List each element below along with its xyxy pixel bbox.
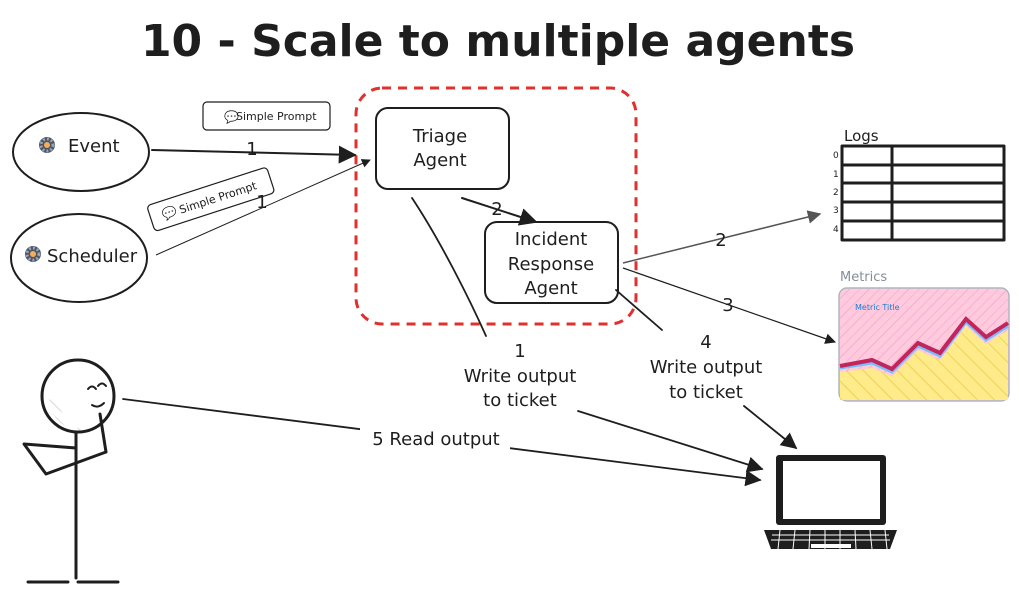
logs-title: Logs [844,127,879,145]
edge-incident-to-metrics-label: 3 [722,295,733,316]
event-node[interactable]: Event [12,112,150,192]
agent-group-border [354,86,638,326]
edge-event-to-triage [151,145,357,164]
triage-write-label-2: Write output [464,366,577,387]
metric-title-text: Metric Title [855,303,900,312]
triage-write-label-3: to ticket [483,390,557,411]
log-row-index: 3 [833,206,839,216]
edge-incident-to-logs-label: 2 [715,230,726,251]
triage-label-line2: Agent [413,150,466,171]
edge-triage-to-incident [461,197,538,226]
edge-incident-write-to-laptop [743,405,798,450]
speech-bubble-icon: 💬 [224,110,239,124]
prompt-tag-top-label: Simple Prompt [236,110,317,123]
laptop-icon [764,455,897,550]
log-row-index: 1 [833,170,839,180]
edge-incident-to-logs [622,210,822,264]
incident-label-line3: Agent [524,278,577,299]
read-output-label-bg [360,426,510,452]
edge-incident-to-metrics [622,267,837,344]
incident-label-line1: Incident [515,229,588,250]
gear-icon [39,137,55,153]
gear-icon [25,246,41,262]
log-row-index: 4 [833,225,839,235]
incident-write-label-2: Write output [650,357,763,378]
incident-agent-node[interactable]: Incident Response Agent [484,221,619,304]
incident-label-line2: Response [508,254,594,275]
edge-triage-to-incident-label: 2 [491,199,502,220]
metrics-title: Metrics [840,270,887,285]
edge-scheduler-to-triage [155,159,371,256]
edge-scheduler-to-triage-label: 1 [256,192,267,213]
log-row-index: 2 [833,188,839,198]
scheduler-node[interactable]: Scheduler [10,213,148,303]
edge-incident-write-line [615,289,663,331]
triage-write-label-1: 1 [514,341,525,362]
metrics-card: Metrics Metric Title [838,270,1010,402]
triage-label-line1: Triage [412,126,467,147]
triage-agent-node[interactable]: Triage Agent [375,107,510,190]
edge-event-to-triage-label: 1 [246,139,257,160]
prompt-tag-top: 💬 Simple Prompt [202,101,331,131]
read-output-label: 5 Read output [372,429,500,450]
incident-write-label-3: to ticket [669,382,743,403]
log-row-index: 0 [833,151,839,161]
person-figure [22,358,120,584]
incident-write-label-1: 4 [700,332,711,353]
logs-table: Logs 0 1 2 3 4 [833,127,1006,242]
speech-bubble-icon: 💬 [160,204,179,222]
event-label: Event [68,136,120,157]
edge-triage-write-line [411,197,487,337]
page-title: 10 - Scale to multiple agents [141,16,855,67]
scheduler-label: Scheduler [47,246,138,267]
edge-triage-write-to-laptop [577,410,764,473]
